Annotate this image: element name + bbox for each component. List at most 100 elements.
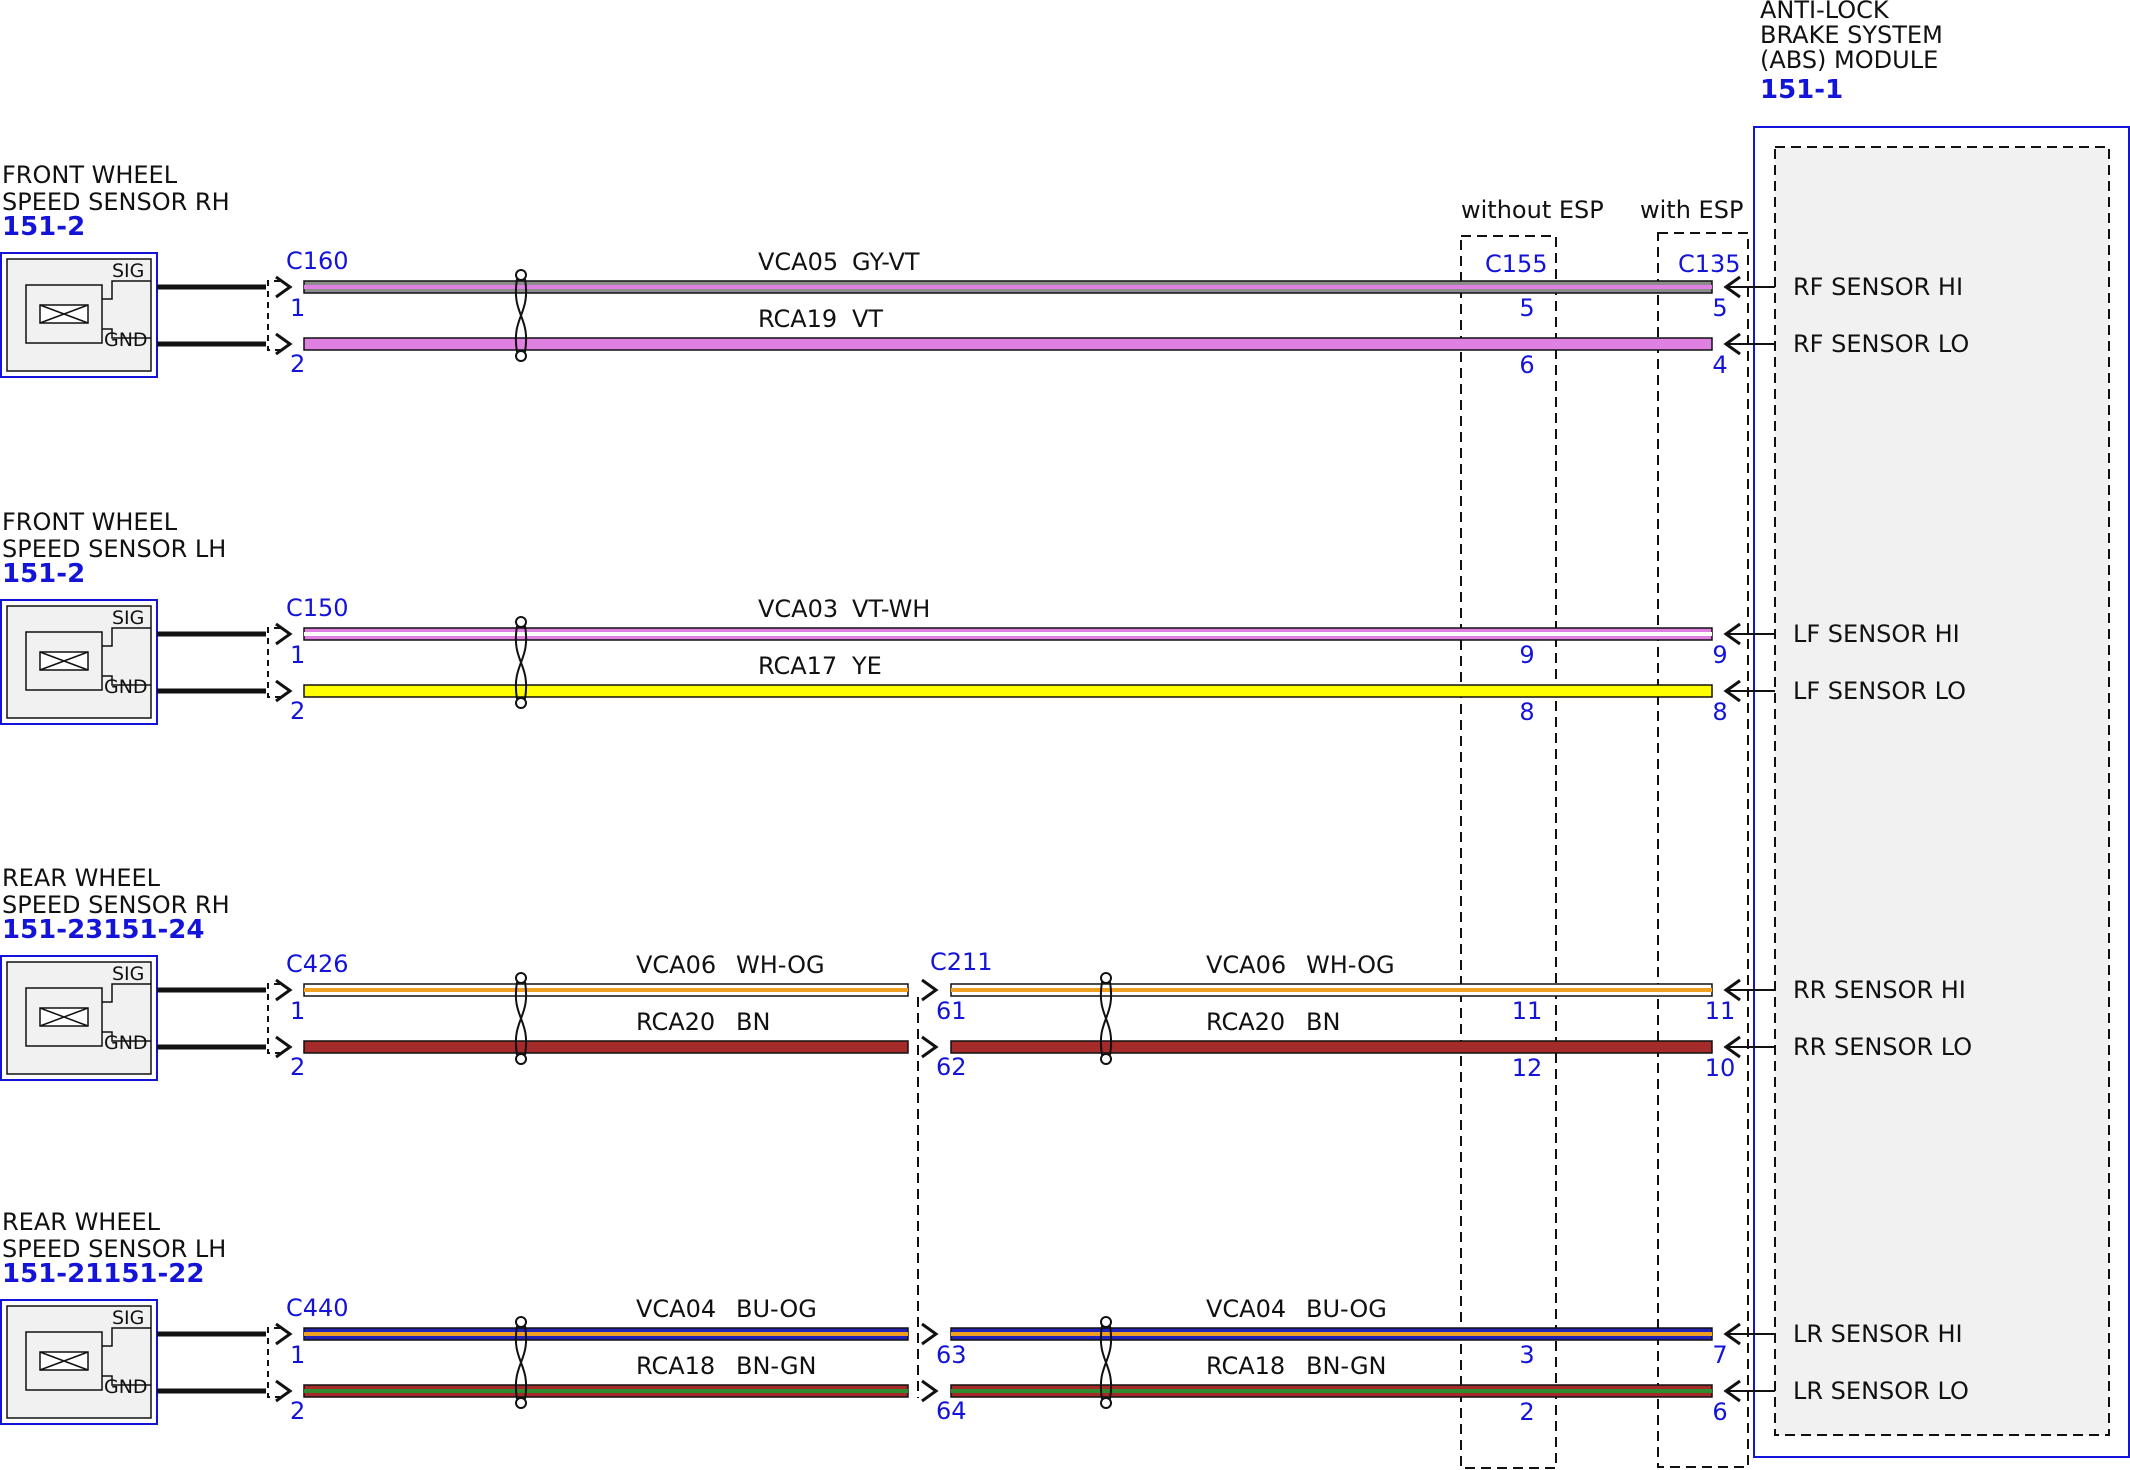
circuit-lo: RCA19 (758, 305, 837, 333)
module-label-lo: LF SENSOR LO (1793, 677, 1966, 705)
circuit-hi: VCA05 (758, 248, 838, 276)
sensor-pin-hi: 1 (290, 1341, 305, 1369)
abs-module-body (1753, 126, 2130, 1458)
twisted-pair-2-top (1100, 972, 1112, 984)
mid-arrow-hi (921, 978, 939, 1002)
module-label-hi: RR SENSOR HI (1793, 976, 1966, 1004)
circuit-hi-seg2: VCA06 (1206, 951, 1286, 979)
pin-with-esp-lo: 10 (1705, 1054, 1736, 1082)
wire-lo-seg2 (950, 1040, 1713, 1054)
pin-without-esp-lo: 12 (1512, 1054, 1543, 1082)
pin-with-esp-lo: 4 (1712, 351, 1727, 379)
connector-c135: C135 (1678, 250, 1741, 278)
module-ref: 151-1 (1760, 75, 1843, 105)
variant-box-without-esp (1460, 235, 1557, 1469)
sensor-connector-name: C440 (286, 1294, 349, 1322)
twisted-pair-2-top (1100, 1316, 1112, 1328)
twisted-pair-2 (1099, 1325, 1113, 1400)
variant-label-with-esp: with ESP (1640, 196, 1743, 224)
twisted-pair (514, 278, 528, 353)
color-hi-seg2: BU-OG (1306, 1295, 1387, 1323)
twisted-pair-bottom (515, 350, 527, 362)
color-hi-seg2: WH-OG (1306, 951, 1395, 979)
mid-pin-hi: 63 (936, 1341, 967, 1369)
circuit-hi-seg2: VCA04 (1206, 1295, 1286, 1323)
connector-arrow-hi (275, 275, 293, 299)
mid-arrow-lo (921, 1379, 939, 1403)
twisted-pair-2-bottom (1100, 1397, 1112, 1409)
sensor-sig-lead (102, 983, 151, 1003)
sensor-title-line-1: REAR WHEEL (2, 864, 161, 892)
mid-pin-lo: 62 (936, 1053, 967, 1081)
sensor-pin-sig: SIG (112, 1307, 144, 1329)
sensor-pin-gnd: GND (104, 329, 148, 351)
mid-arrow-lo (921, 1035, 939, 1059)
sensor-title-line-1: FRONT WHEEL (2, 508, 178, 536)
sensor-connector-bracket (267, 1327, 280, 1398)
color-lo-seg1: BN (736, 1008, 770, 1036)
sensor-pin-hi: 1 (290, 997, 305, 1025)
variant-label-without-esp: without ESP (1461, 196, 1604, 224)
sensor-pin-sig: SIG (112, 607, 144, 629)
wire-lo-seg1 (303, 1040, 909, 1054)
sensor-ref: 151-2 (2, 212, 85, 242)
twisted-pair (514, 625, 528, 700)
color-lo-seg2: BN-GN (1306, 1352, 1387, 1380)
circuit-lo-seg2: RCA18 (1206, 1352, 1285, 1380)
wire-lo (303, 684, 1713, 698)
module-title-line-3: (ABS) MODULE (1760, 46, 1938, 74)
variant-without-esp: without ESP C155 (1460, 196, 1604, 1469)
connector-c155: C155 (1485, 250, 1548, 278)
color-lo: VT (852, 305, 883, 333)
connector-arrow-lo (275, 679, 293, 703)
circuit-lo: RCA17 (758, 652, 837, 680)
pin-without-esp-lo: 8 (1519, 698, 1534, 726)
sensor-coil-cross (39, 1007, 89, 1027)
color-hi-seg1: BU-OG (736, 1295, 817, 1323)
sensor-connector-bracket (267, 983, 280, 1054)
sensor-pin-sig: SIG (112, 260, 144, 282)
abs-module-header: ANTI-LOCK BRAKE SYSTEM (ABS) MODULE 151-… (1760, 0, 1943, 105)
pin-with-esp-hi: 7 (1712, 1341, 1727, 1369)
sensor-coil-cross (39, 304, 89, 324)
sensor-title-line-2: SPEED SENSOR LH (2, 535, 226, 563)
sensor-title-line-1: FRONT WHEEL (2, 161, 178, 189)
sensor-ref: 151-23151-24 (2, 915, 205, 945)
sensor-element (25, 1331, 103, 1391)
sensor-pin-gnd: GND (104, 1376, 148, 1398)
sensor-coil-cross (39, 1351, 89, 1371)
mid-pin-hi: 61 (936, 997, 967, 1025)
twisted-pair-1 (514, 981, 528, 1056)
circuit-lo-seg1: RCA18 (636, 1352, 715, 1380)
sensor-gnd-lead (102, 1031, 151, 1042)
sensor-pin-hi: 1 (290, 294, 305, 322)
pin-with-esp-hi: 9 (1712, 641, 1727, 669)
sensor-sig-lead (102, 627, 151, 647)
sensor-title-line-1: REAR WHEEL (2, 1208, 161, 1236)
sensor-pin-lo: 2 (290, 1053, 305, 1081)
module-label-lo: LR SENSOR LO (1793, 1377, 1969, 1405)
sensor-pin-hi: 1 (290, 641, 305, 669)
module-label-lo: RF SENSOR LO (1793, 330, 1969, 358)
sensor-connector-name: C426 (286, 950, 349, 978)
sensor-connector-name: C160 (286, 247, 349, 275)
color-lo: YE (851, 652, 882, 680)
pin-without-esp-lo: 6 (1519, 351, 1534, 379)
sensor-title-line-2: SPEED SENSOR RH (2, 188, 230, 216)
color-hi: GY-VT (852, 248, 920, 276)
color-hi-seg1: WH-OG (736, 951, 825, 979)
sensor-pin-lo: 2 (290, 697, 305, 725)
twisted-pair-2-bottom (1100, 1053, 1112, 1065)
sensor-pin-gnd: GND (104, 676, 148, 698)
connector-arrow-lo (275, 1379, 293, 1403)
sensor-connector-bracket (267, 280, 280, 351)
mid-pin-lo: 64 (936, 1397, 967, 1425)
module-label-lo: RR SENSOR LO (1793, 1033, 1972, 1061)
sensor-connector-name: C150 (286, 594, 349, 622)
pin-without-esp-lo: 2 (1519, 1398, 1534, 1426)
pin-without-esp-hi: 5 (1519, 294, 1534, 322)
sensor-gnd-lead (102, 675, 151, 686)
connector-arrow-hi (275, 622, 293, 646)
